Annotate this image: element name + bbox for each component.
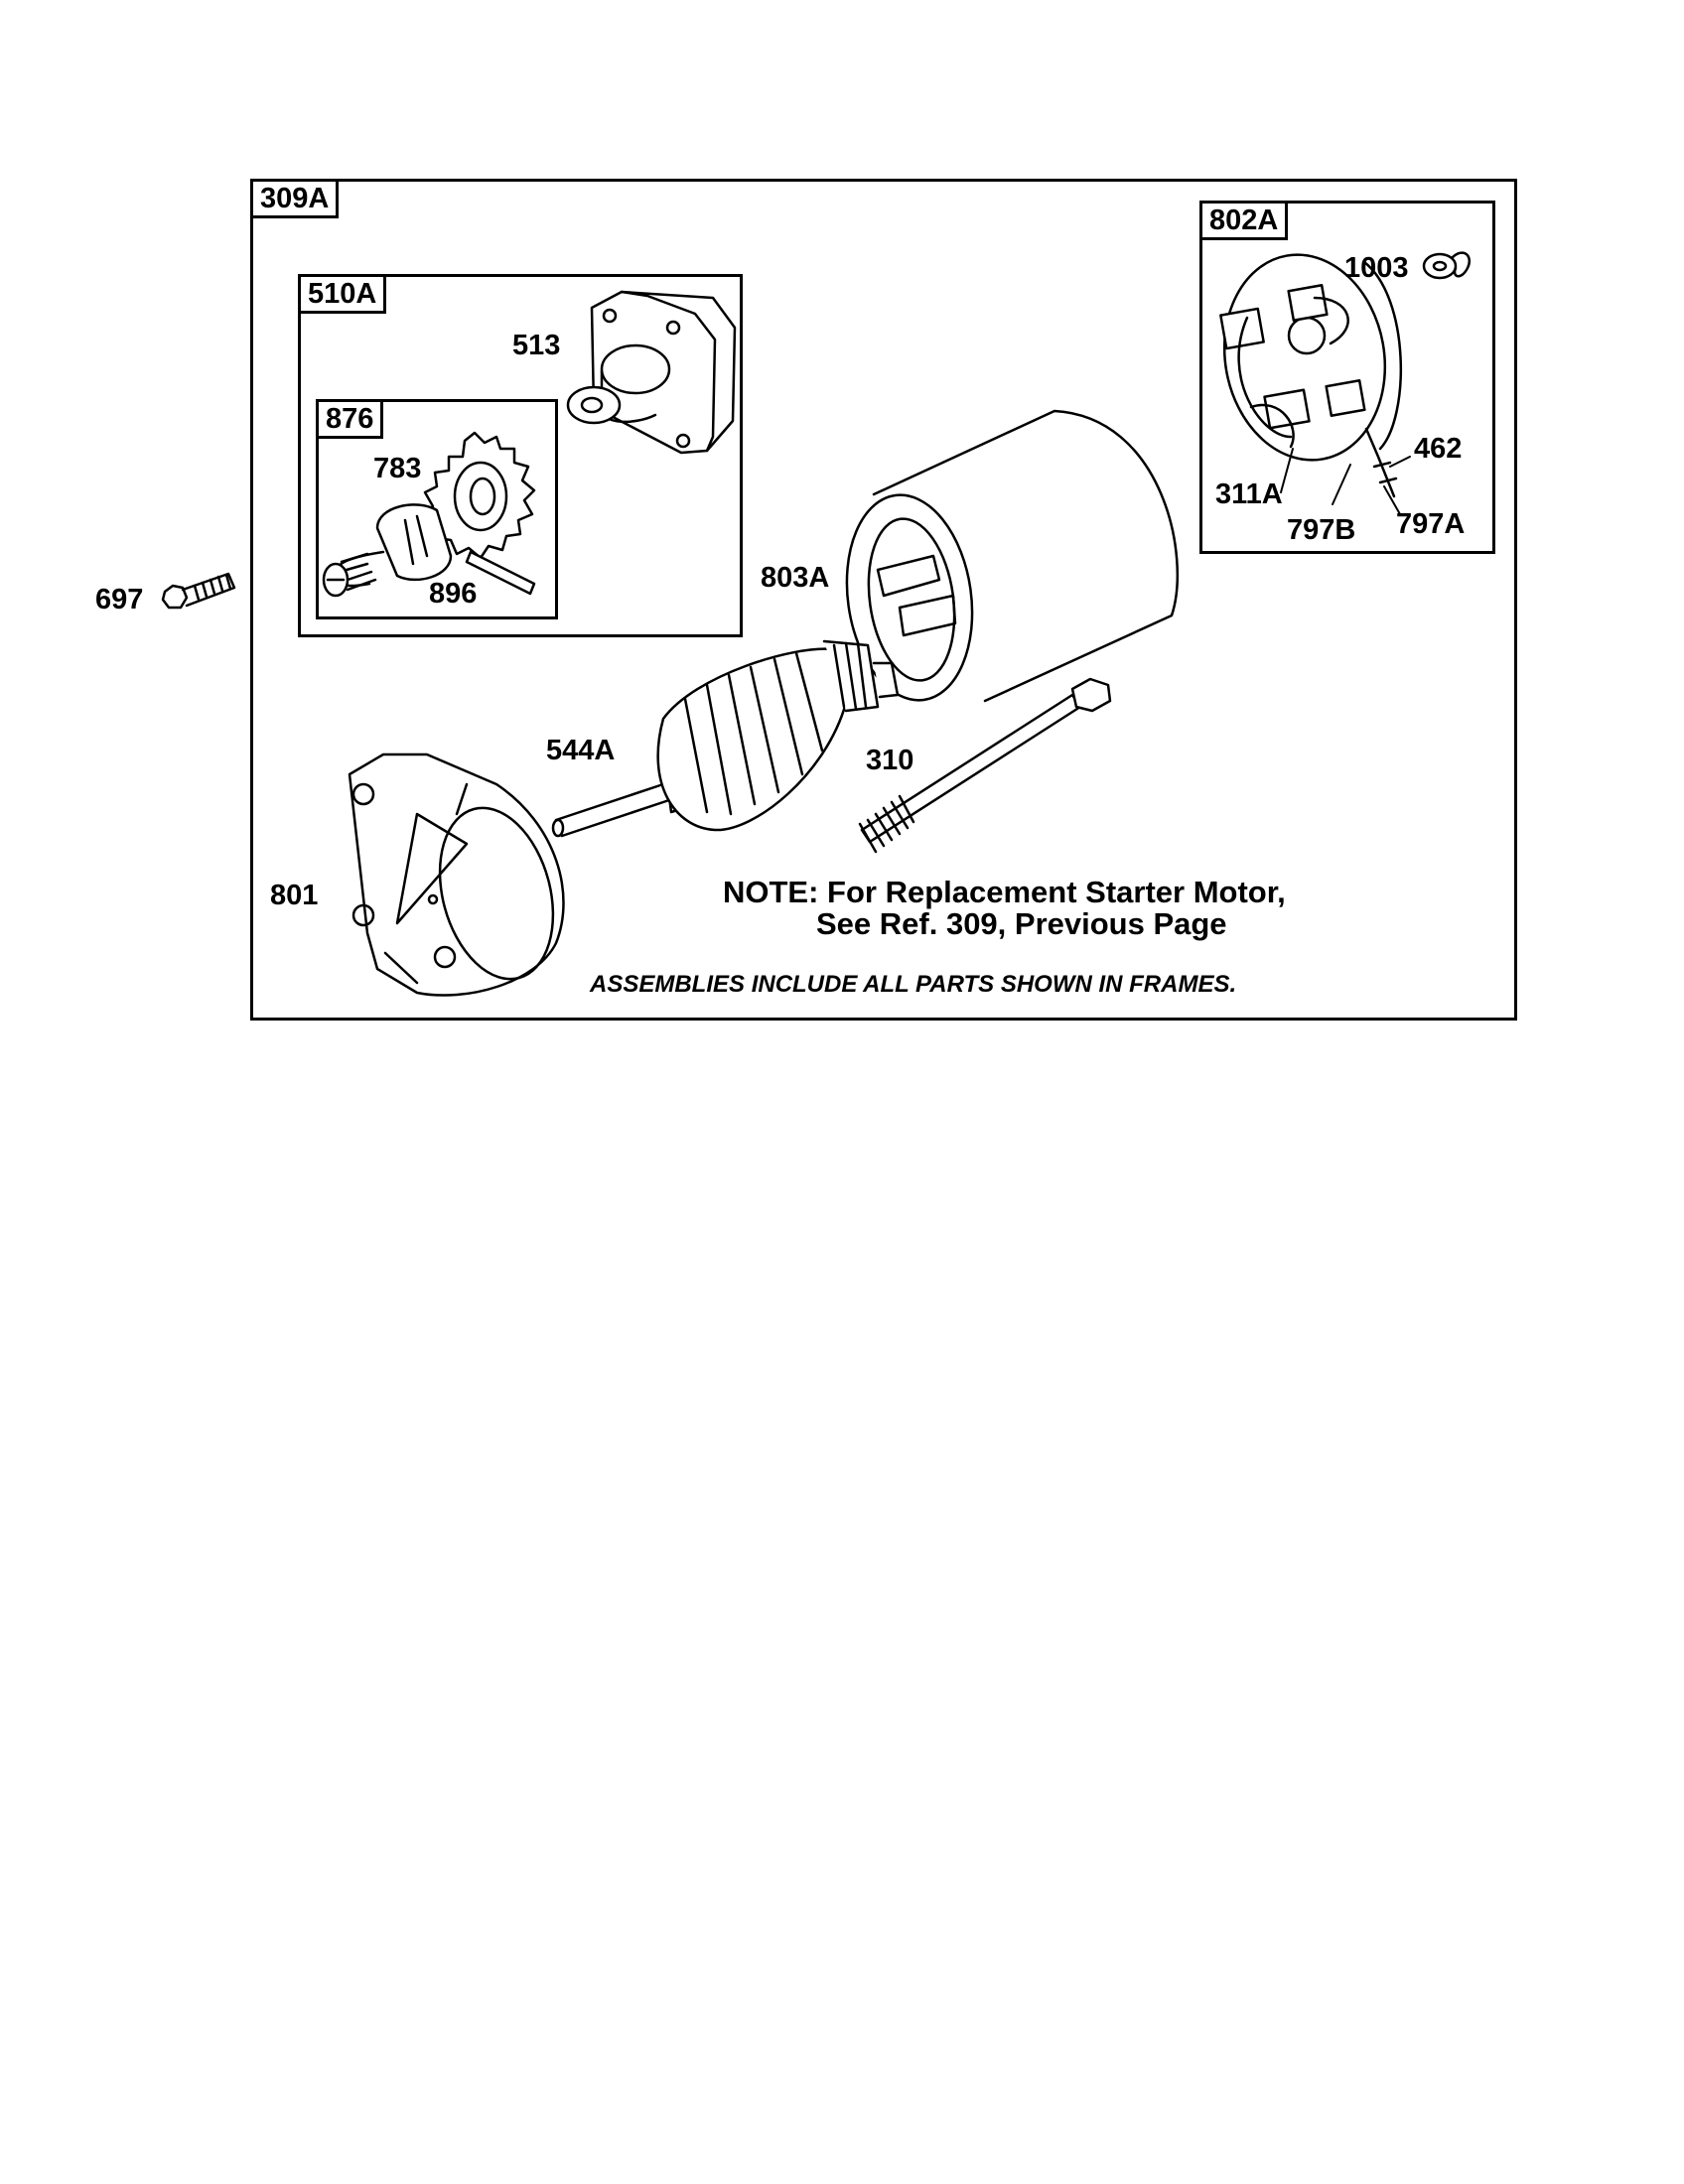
clutch-body-drawing [322, 503, 453, 598]
assemblies-footnote: ASSEMBLIES INCLUDE ALL PARTS SHOWN IN FR… [590, 971, 1237, 998]
pin-896-drawing [465, 550, 536, 596]
bolt-697-drawing [161, 572, 236, 610]
frame-label-309a: 309A [250, 179, 340, 218]
frame-label-510a: 510A [298, 274, 387, 314]
armature-544a-drawing [551, 639, 900, 838]
drive-housing-513-drawing [566, 290, 737, 455]
part-label-1003: 1003 [1344, 252, 1409, 284]
part-label-896: 896 [429, 578, 478, 610]
end-cap-802a-drawing [1219, 253, 1403, 498]
frame-label-802a: 802A [1199, 201, 1289, 240]
end-bracket-801-drawing [348, 752, 565, 997]
replacement-note-line-2: See Ref. 309, Previous Page [816, 906, 1227, 941]
part-label-310: 310 [866, 745, 914, 776]
part-label-311a: 311A [1215, 478, 1283, 510]
through-bolt-310-drawing [858, 677, 1112, 854]
pinion-gear-783-drawing [423, 431, 536, 560]
part-label-462: 462 [1414, 433, 1463, 465]
spring-clip-1003-drawing [1422, 251, 1471, 280]
part-label-797a: 797A [1396, 508, 1466, 540]
part-label-801: 801 [270, 880, 319, 911]
part-label-797b: 797B [1287, 514, 1356, 546]
leader-lines [1280, 448, 1411, 515]
part-label-697: 697 [95, 584, 144, 615]
part-label-544a: 544A [546, 735, 616, 766]
replacement-note-line-1: NOTE: For Replacement Starter Motor, [723, 875, 1286, 909]
part-label-803a: 803A [761, 562, 830, 594]
part-label-783: 783 [373, 453, 422, 484]
frame-label-876: 876 [316, 399, 384, 439]
stator-housing-803a-drawing [845, 409, 1179, 703]
part-label-513: 513 [512, 330, 561, 361]
